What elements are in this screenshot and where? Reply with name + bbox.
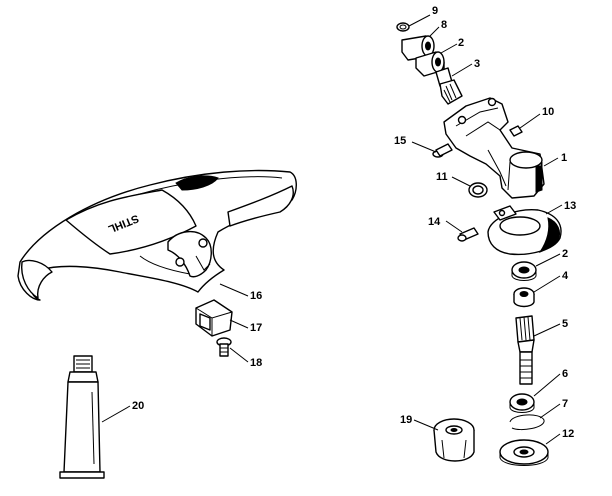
callout-8: 8 [441, 19, 447, 31]
callout-20: 20 [132, 400, 144, 412]
callout-18: 18 [250, 357, 262, 369]
callout-19: 19 [400, 414, 412, 426]
callout-7: 7 [562, 398, 568, 410]
screw-18 [216, 337, 232, 357]
callout-16: 16 [250, 290, 262, 302]
callout-11: 11 [436, 171, 448, 183]
callout-4: 4 [562, 270, 569, 282]
clamp-part [195, 299, 233, 337]
bearing-2b [511, 261, 537, 281]
grease-tube [59, 355, 105, 479]
callout-2-mid: 2 [562, 248, 568, 260]
screw-15 [432, 143, 453, 158]
thrust-plate-12 [499, 439, 549, 466]
callout-5: 5 [562, 318, 568, 330]
bearing-6 [509, 393, 535, 413]
callout-12: 12 [562, 428, 574, 440]
callout-10: 10 [542, 106, 554, 118]
deflector-guard: STIHL [17, 169, 297, 301]
ring-9 [396, 22, 410, 32]
callout-13: 13 [564, 200, 576, 212]
callout-3: 3 [474, 58, 480, 70]
gear-housing [443, 97, 545, 199]
callout-2-top: 2 [458, 37, 464, 49]
deflector-mount [487, 205, 562, 256]
nut-19 [433, 418, 475, 462]
screw-10 [509, 125, 523, 137]
callout-17: 17 [250, 322, 262, 334]
callout-14: 14 [428, 216, 441, 228]
bearing-2a [415, 51, 445, 77]
shaft-5 [515, 315, 535, 385]
callout-9: 9 [432, 5, 438, 17]
circlip-7 [509, 414, 545, 431]
bevel-gear-3 [435, 67, 463, 105]
gear-4 [513, 287, 535, 308]
callout-15: 15 [394, 135, 406, 147]
callout-numbers: 9 8 2 3 10 15 1 11 13 14 2 4 5 6 7 12 19… [132, 5, 576, 440]
screw-14 [457, 227, 479, 242]
callout-1: 1 [561, 152, 567, 164]
bearing-8 [401, 35, 435, 61]
leader-lines [101, 14, 563, 445]
callout-6: 6 [562, 368, 568, 380]
plug-11 [468, 182, 488, 198]
